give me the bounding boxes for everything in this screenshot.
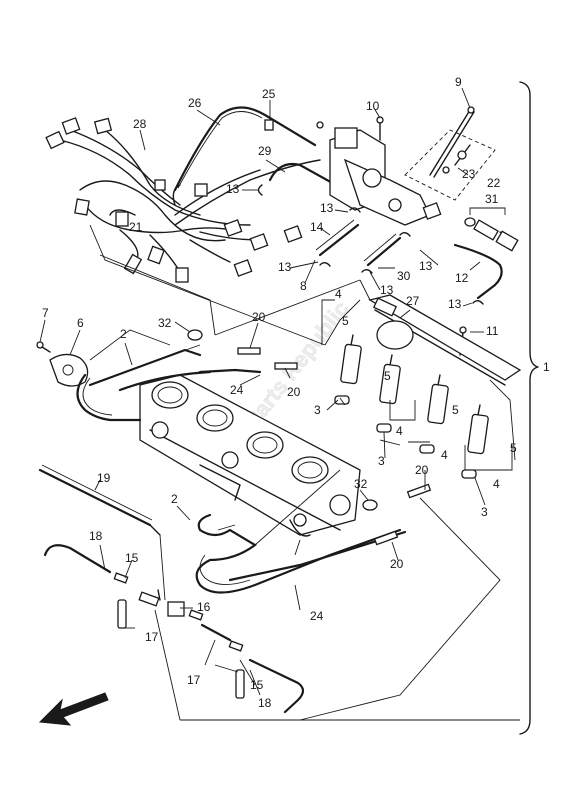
leader-lines bbox=[39, 87, 520, 721]
label-13: 13 bbox=[278, 260, 292, 274]
label-5: 5 bbox=[342, 314, 349, 328]
label-2: 2 bbox=[120, 327, 127, 341]
tube-29 bbox=[268, 162, 347, 192]
label-8: 8 bbox=[300, 279, 307, 293]
label-20: 20 bbox=[390, 557, 404, 571]
label-7: 7 bbox=[42, 306, 49, 320]
label-20: 20 bbox=[415, 463, 429, 477]
sensor-6 bbox=[49, 353, 89, 387]
label-24: 24 bbox=[230, 383, 244, 397]
label-15: 15 bbox=[125, 551, 139, 565]
label-28: 28 bbox=[133, 117, 147, 131]
label-24: 24 bbox=[310, 609, 324, 623]
label-6: 6 bbox=[77, 316, 84, 330]
fuel-pressure-assembly bbox=[329, 106, 519, 252]
clamps-32 bbox=[187, 329, 378, 511]
front-arrow-icon bbox=[38, 692, 109, 726]
label-1: 1 bbox=[543, 360, 550, 374]
group-bracket bbox=[519, 81, 539, 735]
label-15: 15 bbox=[250, 678, 264, 692]
label-2: 2 bbox=[171, 492, 178, 506]
hose-fittings bbox=[113, 572, 245, 699]
label-30: 30 bbox=[397, 269, 411, 283]
label-22: 22 bbox=[487, 176, 501, 190]
label-13: 13 bbox=[320, 201, 334, 215]
label-4: 4 bbox=[493, 477, 500, 491]
label-29: 29 bbox=[258, 144, 272, 158]
label-17: 17 bbox=[145, 630, 159, 644]
wire-harness bbox=[45, 117, 321, 283]
label-17: 17 bbox=[187, 673, 201, 687]
label-10: 10 bbox=[366, 99, 380, 113]
label-4: 4 bbox=[441, 448, 448, 462]
label-5: 5 bbox=[452, 403, 459, 417]
label-3: 3 bbox=[378, 454, 385, 468]
label-20: 20 bbox=[287, 385, 301, 399]
callout-labels: 1 2 2 3 3 3 4 4 4 4 5 5 5 5 6 7 8 9 10 1… bbox=[42, 75, 550, 710]
hose-18-upper bbox=[43, 544, 112, 574]
hose-12 bbox=[453, 243, 503, 300]
label-14: 14 bbox=[310, 220, 324, 234]
label-20: 20 bbox=[252, 310, 266, 324]
label-32: 32 bbox=[158, 316, 172, 330]
throttle-bodies bbox=[139, 374, 361, 537]
label-13: 13 bbox=[448, 297, 462, 311]
tube-26 bbox=[173, 106, 317, 192]
label-23: 23 bbox=[462, 167, 476, 181]
hose-14 bbox=[318, 223, 360, 257]
fasteners bbox=[36, 116, 484, 356]
label-3: 3 bbox=[481, 505, 488, 519]
hose-18-lower bbox=[248, 658, 305, 714]
label-16: 16 bbox=[197, 600, 211, 614]
label-21: 21 bbox=[129, 220, 143, 234]
label-26: 26 bbox=[188, 96, 202, 110]
label-13: 13 bbox=[419, 259, 433, 273]
label-5: 5 bbox=[510, 441, 517, 455]
label-25: 25 bbox=[262, 87, 276, 101]
label-3: 3 bbox=[314, 403, 321, 417]
label-11: 11 bbox=[486, 324, 499, 338]
label-27: 27 bbox=[406, 294, 420, 308]
fuel-rail bbox=[368, 294, 522, 386]
label-13: 13 bbox=[380, 283, 394, 297]
label-9: 9 bbox=[455, 75, 462, 89]
label-13: 13 bbox=[226, 182, 240, 196]
hose-2-lower bbox=[195, 513, 402, 594]
fuel-injectors bbox=[334, 334, 489, 479]
hose-19 bbox=[38, 468, 152, 527]
label-18: 18 bbox=[258, 696, 272, 710]
label-19: 19 bbox=[97, 471, 111, 485]
label-4: 4 bbox=[335, 287, 342, 301]
label-31: 31 bbox=[485, 192, 499, 206]
label-18: 18 bbox=[89, 529, 103, 543]
hose-2-upper bbox=[76, 373, 142, 422]
label-12: 12 bbox=[455, 271, 469, 285]
label-32: 32 bbox=[354, 477, 368, 491]
hose-30 bbox=[366, 236, 402, 267]
label-4: 4 bbox=[396, 424, 403, 438]
label-5: 5 bbox=[384, 369, 391, 383]
